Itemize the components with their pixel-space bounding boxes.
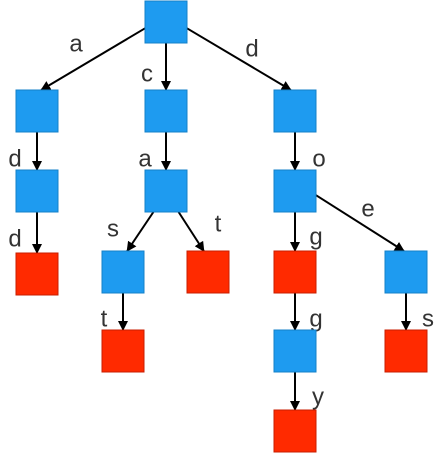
edge-label-ad-add: d (8, 225, 21, 252)
node-root (144, 0, 188, 44)
node-dogg (273, 329, 317, 373)
leaf-node-cat (186, 250, 230, 294)
node-doe (384, 250, 428, 294)
edge-label-c-ca: a (138, 145, 152, 172)
edge-label-d-do: o (312, 145, 325, 172)
edge-root-a (40, 27, 146, 91)
node-do (273, 169, 317, 213)
edge-label-ca-cas: s (107, 215, 119, 242)
edge-label-root-c: c (141, 60, 153, 87)
edge-label-dog-dogg: g (309, 305, 322, 332)
edge-label-doe-does: s (422, 305, 434, 332)
edges-layer (32, 27, 411, 411)
edge-labels-layer: a c d d d a s t t o g e s g y (8, 30, 434, 410)
edge-label-dogg-doggy: y (312, 383, 324, 410)
edge-label-cas-cast: t (101, 305, 108, 332)
edge-label-root-d: d (245, 35, 258, 62)
edge-ca-cat (177, 211, 205, 252)
edge-label-do-doe: e (361, 195, 374, 222)
leaf-node-dog (273, 250, 317, 294)
node-d (273, 89, 317, 133)
leaf-node-does (384, 329, 428, 373)
edge-do-doe (315, 194, 405, 252)
edge-label-ca-cat: t (215, 210, 222, 237)
edge-root-d (186, 27, 292, 91)
node-ad (15, 169, 59, 213)
node-a (15, 89, 59, 133)
edge-label-do-dog: g (309, 223, 322, 250)
leaf-node-cast (101, 329, 145, 373)
edge-ca-cas (126, 211, 155, 252)
edge-label-root-a: a (69, 30, 83, 57)
edge-label-a-ad: d (8, 145, 21, 172)
leaf-node-doggy (273, 409, 317, 453)
node-cas (101, 250, 145, 294)
node-c (144, 89, 188, 133)
node-ca (144, 169, 188, 213)
nodes-layer (15, 0, 428, 453)
leaf-node-add (15, 252, 59, 296)
